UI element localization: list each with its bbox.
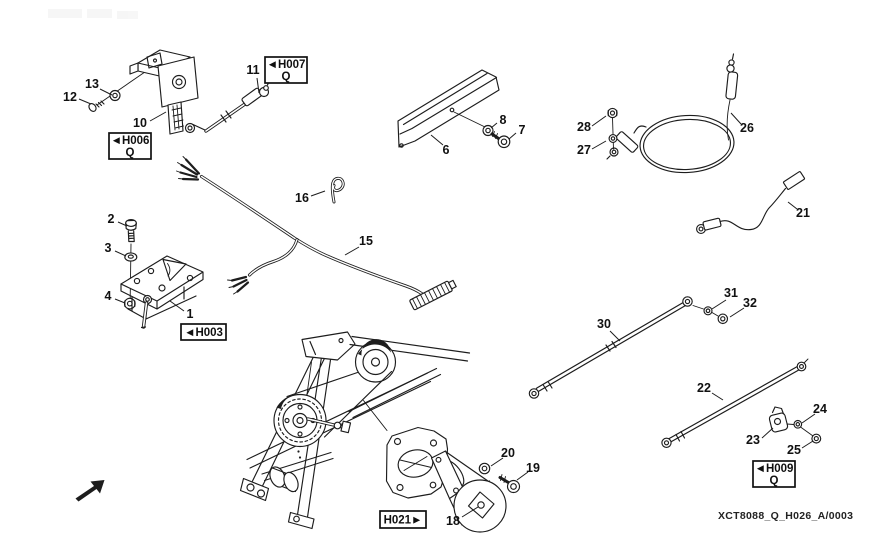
callout-1: 1 <box>187 307 194 321</box>
callout-leader-7 <box>508 132 517 140</box>
ref-box-h006-label: ◄H006 <box>111 135 150 147</box>
ref-box-h021-label: H021► <box>384 515 423 527</box>
callout-7: 7 <box>519 123 526 137</box>
callout-leader-15 <box>344 246 360 256</box>
callout-19: 19 <box>526 461 540 475</box>
ref-box-h009[interactable]: ◄H009 Q <box>752 460 796 488</box>
callout-15: 15 <box>359 234 373 248</box>
callout-leader-26 <box>730 112 742 125</box>
callout-27: 27 <box>577 143 591 157</box>
part-8-washer <box>482 124 494 137</box>
part-24-washer <box>793 419 803 429</box>
part-20-washer <box>478 462 491 475</box>
ref-box-h006-sub: Q <box>126 147 135 159</box>
drawing-code: XCT8088_Q_H026_A/0003 <box>718 510 853 522</box>
callout-leader-28 <box>591 115 607 127</box>
callout-18: 18 <box>446 514 460 528</box>
callout-leader-1 <box>169 300 185 312</box>
callout-11: 11 <box>246 63 259 77</box>
part-13-washer <box>109 89 121 102</box>
callout-leader-23 <box>761 427 774 439</box>
callout-leader-30 <box>609 330 621 342</box>
ref-box-h007-sub: Q <box>282 71 291 83</box>
part-15-wiring-harness <box>176 156 457 311</box>
part-21-lead-wire <box>696 171 806 234</box>
callout-leader-13 <box>99 88 113 96</box>
callout-24: 24 <box>813 402 827 416</box>
part-7-screw <box>490 131 511 149</box>
ref-box-h006[interactable]: ◄H006 Q <box>108 132 152 160</box>
ref-box-h007[interactable]: ◄H007 Q <box>264 56 308 84</box>
callout-leader-21 <box>787 201 798 210</box>
callout-leader-24 <box>801 413 816 424</box>
direction-arrow-icon <box>75 480 105 502</box>
faint-text-smudge <box>48 9 138 19</box>
part-3-washer <box>124 252 138 262</box>
callout-leader-27 <box>591 140 607 150</box>
part-16-clip <box>330 176 345 204</box>
callout-8: 8 <box>500 113 507 127</box>
part-26-cable-coil <box>606 53 739 174</box>
callout-leader-3 <box>114 250 127 257</box>
callout-32: 32 <box>743 296 757 310</box>
callout-28: 28 <box>577 120 591 134</box>
callout-2: 2 <box>108 212 115 226</box>
callout-leader-22 <box>711 392 724 401</box>
callout-leader-11 <box>256 77 260 94</box>
part-27-washer <box>608 134 618 143</box>
callout-22: 22 <box>697 381 711 395</box>
callout-leader-12 <box>78 98 92 105</box>
part-6-cover-rail <box>397 69 500 148</box>
callout-12: 12 <box>63 90 77 104</box>
part-11-cable <box>204 80 270 133</box>
gasket-plate <box>363 400 450 499</box>
callout-leader-32 <box>729 307 745 318</box>
callout-layer: 1213101123416871615282726213031322223242… <box>63 63 827 528</box>
ref-box-h009-label: ◄H009 <box>755 463 794 475</box>
part-31-washer <box>703 306 713 316</box>
callout-30: 30 <box>597 317 611 331</box>
ref-box-h021[interactable]: H021► <box>379 510 427 529</box>
callout-leader-31 <box>711 299 727 310</box>
callout-leader-18 <box>461 506 479 518</box>
callout-leader-2 <box>117 221 128 227</box>
part-4-nut <box>123 297 136 310</box>
callout-leader-19 <box>516 471 529 481</box>
part-22-link-rod <box>661 358 809 448</box>
callout-leader-20 <box>490 457 504 467</box>
callout-31: 31 <box>724 286 738 300</box>
callout-26: 26 <box>740 121 754 135</box>
callout-3: 3 <box>105 241 112 255</box>
callout-leader-16 <box>310 190 326 197</box>
machine-frame-reference <box>239 331 471 530</box>
callout-leader-6 <box>430 134 444 146</box>
callout-25: 25 <box>787 443 801 457</box>
ref-box-h003-label: ◄H003 <box>184 327 223 339</box>
part-25-nut <box>811 433 822 444</box>
callout-20: 20 <box>501 446 515 460</box>
part-18-starter-motor <box>430 450 507 533</box>
callout-leader-10 <box>149 111 167 122</box>
callout-4: 4 <box>105 289 112 303</box>
callout-21: 21 <box>796 206 810 220</box>
callout-leader-8 <box>490 122 498 129</box>
part-23-clamp <box>768 406 814 437</box>
ref-box-h009-sub: Q <box>770 475 779 487</box>
callout-13: 13 <box>85 77 99 91</box>
part-19-bolt <box>498 474 521 494</box>
ref-box-h007-label: ◄H007 <box>267 59 306 71</box>
callout-23: 23 <box>746 433 760 447</box>
callout-leader-25 <box>801 440 814 449</box>
callout-6: 6 <box>443 143 450 157</box>
ref-box-h003[interactable]: ◄H003 <box>180 323 227 341</box>
part-28-nut <box>607 107 618 150</box>
part-30-link-rod <box>528 296 719 399</box>
part-1-mount-plate <box>120 255 204 329</box>
callout-10: 10 <box>133 116 147 130</box>
part-10-bracket-assembly <box>129 49 207 135</box>
part-32-nut <box>717 313 729 325</box>
callout-16: 16 <box>295 191 309 205</box>
callout-leader-4 <box>114 298 126 304</box>
